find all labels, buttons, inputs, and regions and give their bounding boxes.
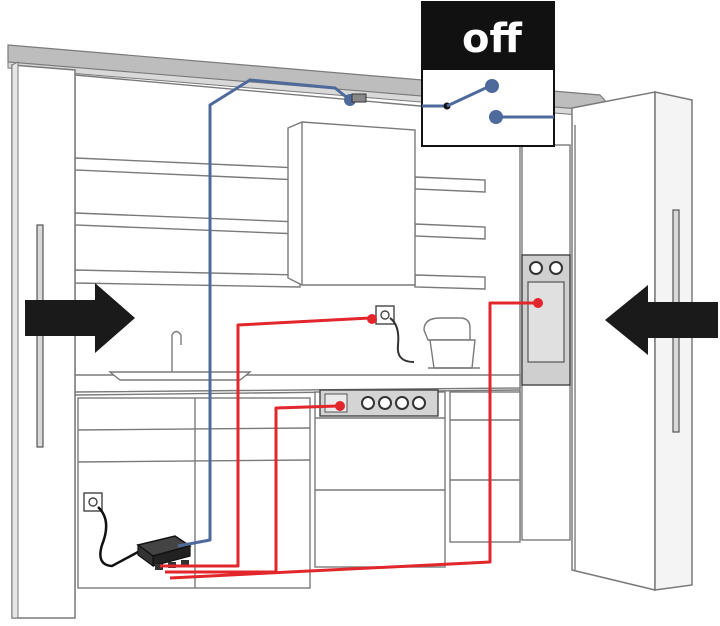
switch-open-icon [422,79,554,124]
oven-column [521,144,571,541]
switch-status-panel: off [421,1,555,147]
arrow-left-icon [605,285,718,355]
shelves-right [414,176,486,290]
left-door [11,61,76,619]
status-label-box [422,2,554,70]
sink [108,330,252,381]
shelves-left [74,157,301,288]
power-lines [160,298,543,580]
right-door [571,91,693,591]
stand-mixer [423,317,480,369]
wall-socket-upper [375,305,415,363]
wall-cabinet [287,121,416,286]
status-label: off [462,16,522,62]
ceiling-sensor [344,93,367,106]
wall-socket-lower [83,492,139,568]
arrow-right-icon [25,283,135,353]
control-line [177,78,351,548]
